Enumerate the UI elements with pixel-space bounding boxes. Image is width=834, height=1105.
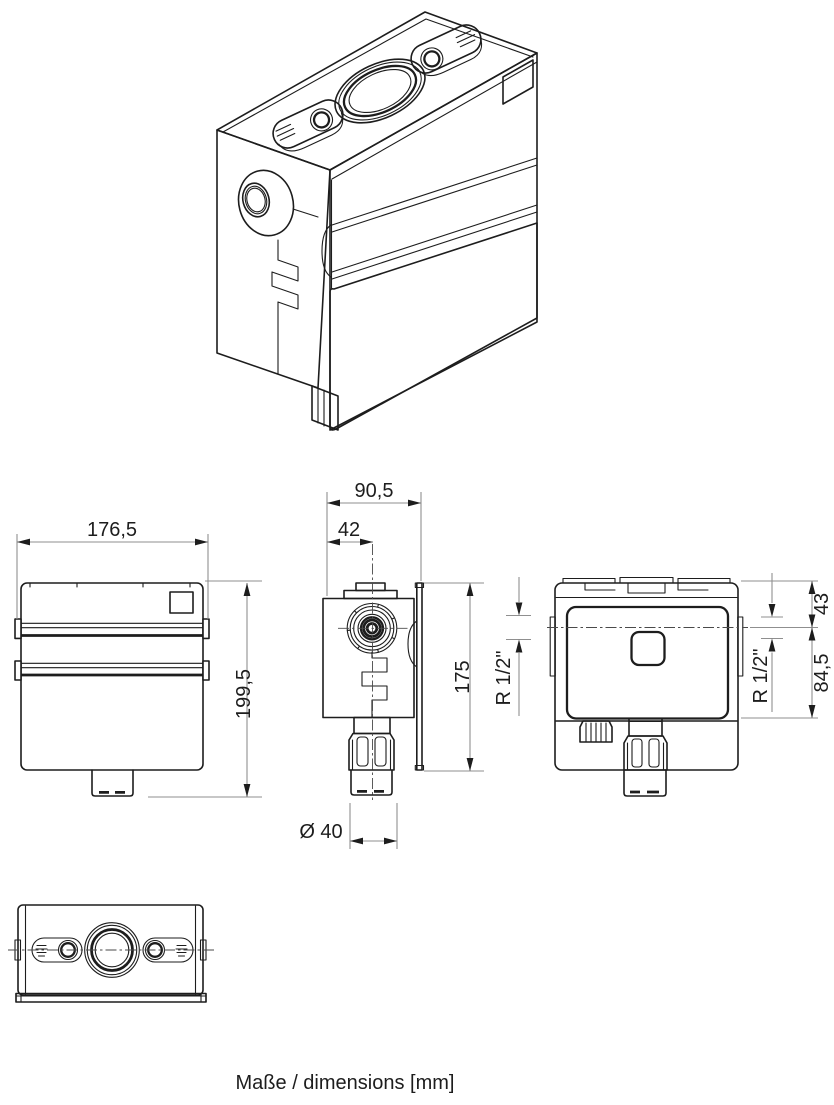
dim-label-front-width: 176,5	[87, 519, 137, 541]
dim-label-side-inlet-thread: R 1/2"	[493, 651, 515, 706]
dim-label-rear-center-to-bottom: 84,5	[811, 654, 833, 693]
dim-rear-top-to-center: 43	[741, 580, 833, 719]
iso-left-pod	[272, 99, 344, 152]
dim-label-front-height: 199,5	[233, 669, 255, 719]
front-view: 176,5 199,5	[14, 519, 262, 798]
dim-side-inlet-offset: 42	[327, 519, 373, 546]
side-view: 90,5 42 175 R 1/2" Ø 40	[299, 480, 531, 849]
dim-side-outlet-diameter: Ø 40	[299, 803, 398, 849]
dim-label-side-inlet-offset: 42	[338, 519, 360, 541]
iso-right-pod	[410, 24, 483, 77]
dim-label-rear-top-to-center: 43	[811, 593, 833, 615]
dim-rear-center-to-bottom: 84,5	[808, 627, 833, 718]
rear-view: 43 84,5 R 1/2"	[547, 573, 833, 797]
dim-label-side-outlet-diameter: Ø 40	[299, 821, 342, 843]
side-flange	[407, 582, 425, 771]
dim-side-depth: 90,5	[326, 480, 422, 596]
annotation-rear-inlet-thread: R 1/2"	[750, 573, 783, 712]
annotation-side-inlet-thread: R 1/2"	[493, 577, 531, 716]
dim-label-side-depth: 90,5	[355, 480, 394, 502]
dim-label-side-flange-height: 175	[452, 660, 474, 693]
dim-front-width: 176,5	[16, 519, 209, 619]
isometric-view	[216, 11, 538, 431]
caption: Maße / dimensions [mm]	[236, 1072, 455, 1094]
dim-side-flange-height: 175	[424, 582, 484, 772]
top-view	[8, 904, 214, 1003]
dim-label-rear-inlet-thread: R 1/2"	[750, 649, 772, 704]
dim-front-height: 199,5	[148, 580, 262, 798]
